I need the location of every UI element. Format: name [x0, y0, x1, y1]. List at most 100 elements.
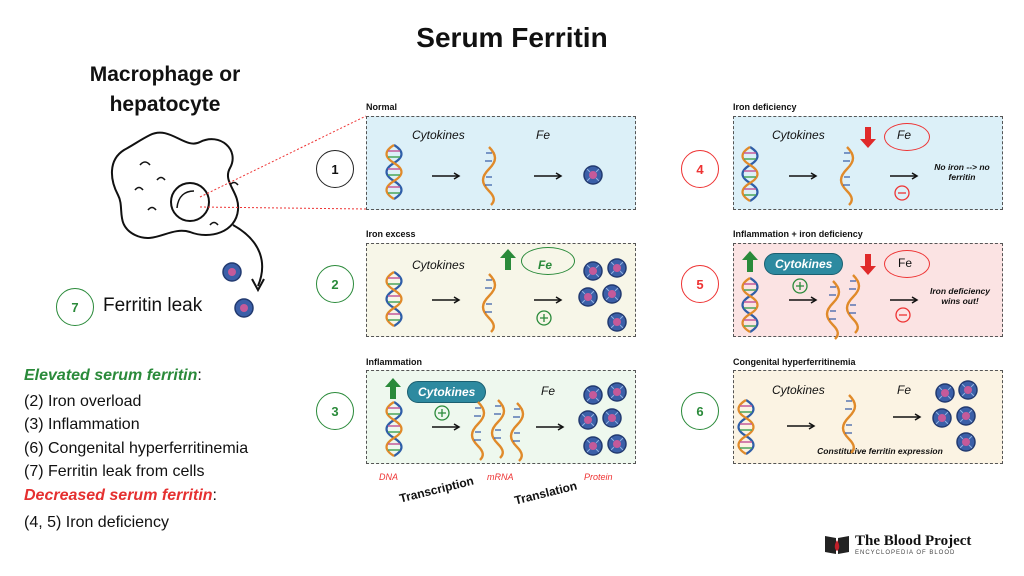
protein-label: Protein — [584, 472, 613, 482]
mrna-icon — [841, 393, 857, 455]
dna-icon — [385, 270, 403, 328]
ferritin-icon — [935, 383, 955, 403]
mrna-icon — [470, 400, 486, 462]
book-logo-icon — [825, 536, 849, 554]
fe-highlight — [884, 250, 930, 278]
mrna-icon — [481, 145, 497, 207]
arrow-icon — [431, 172, 460, 180]
brand-tagline: ENCYCLOPEDIA OF BLOOD — [855, 550, 956, 556]
mrna-icon — [509, 401, 525, 463]
arrow-icon — [786, 422, 815, 430]
ferritin-icon — [222, 262, 242, 282]
arrow-icon — [788, 296, 817, 304]
ferritin-icon — [578, 287, 598, 307]
nucleus — [170, 182, 210, 222]
legend-item: (3) Inflammation — [24, 416, 140, 433]
fe-highlight — [884, 123, 930, 151]
decreased-heading: Decreased serum ferritin: — [24, 487, 217, 504]
fe-label: Fe — [536, 128, 551, 142]
cytokines-label: Cytokines — [412, 258, 465, 272]
dna-icon — [737, 398, 755, 456]
ferritin-icon — [607, 258, 627, 278]
ferritin-icon — [602, 408, 622, 428]
panel-label-inflammation: Inflammation — [366, 357, 423, 367]
legend-item: (4, 5) Iron deficiency — [24, 514, 169, 531]
ferritin-icon — [956, 432, 976, 452]
ferritin-icon — [234, 298, 254, 318]
down-arrow-icon — [860, 127, 876, 148]
elevated-heading: Elevated serum ferritin: — [24, 367, 202, 384]
ferritin-icon — [583, 261, 603, 281]
plus-icon — [434, 405, 450, 421]
arrow-icon — [788, 172, 817, 180]
legend-item: (6) Congenital hyperferritinemia — [24, 440, 249, 457]
ferritin-icon — [578, 410, 598, 430]
mrna-icon — [825, 279, 841, 341]
ferritin-icon — [607, 312, 627, 332]
legend-item: (2) Iron overload — [24, 393, 142, 410]
cytokines-label: Cytokines — [412, 128, 465, 142]
ferritin-icon — [583, 436, 603, 456]
arrow-icon — [431, 423, 460, 431]
cytokines-label: Cytokines — [764, 253, 844, 275]
arrow-icon — [889, 172, 918, 180]
dna-icon — [385, 400, 403, 458]
step-number: 1 — [316, 150, 354, 188]
arrow-icon — [892, 413, 921, 421]
ferritin-icon — [607, 382, 627, 402]
panel-note: Constitutive ferritin expression — [817, 446, 943, 456]
panel-label-congenital: Congenital hyperferritinemia — [733, 357, 856, 367]
panel-label-normal: Normal — [366, 102, 398, 112]
cytokines-label: Cytokines — [772, 383, 825, 397]
step-number: 6 — [681, 392, 719, 430]
up-arrow-icon — [385, 378, 401, 399]
ferritin-icon — [932, 408, 952, 428]
down-arrow-icon — [860, 254, 876, 275]
ferritin-icon — [607, 434, 627, 454]
fe-label: Fe — [538, 258, 553, 272]
step-number: 3 — [316, 392, 354, 430]
mrna-icon — [490, 398, 506, 460]
plus-icon — [792, 278, 808, 294]
ferritin-icon — [583, 165, 603, 185]
cytokines-label: Cytokines — [407, 381, 487, 403]
minus-icon — [894, 185, 910, 201]
panel-note: No iron --> no ferritin — [934, 162, 990, 182]
dna-label: DNA — [379, 472, 399, 482]
step-number: 4 — [681, 150, 719, 188]
ferritin-icon — [958, 380, 978, 400]
leak-arrow — [232, 224, 263, 287]
arrow-icon — [533, 172, 562, 180]
fe-label: Fe — [541, 384, 556, 398]
panel-label-iron-deficiency: Iron deficiency — [733, 102, 797, 112]
brand-name: The Blood Project — [855, 533, 972, 549]
mrna-icon — [481, 272, 497, 334]
panel-note: Iron deficiency wins out! — [930, 286, 990, 306]
ferritin-icon — [602, 284, 622, 304]
up-arrow-icon — [500, 249, 516, 270]
step-number: 5 — [681, 265, 719, 303]
ferritin-icon — [956, 406, 976, 426]
leak-label: Ferritin leak — [103, 295, 203, 316]
zoom-line-top — [199, 115, 367, 198]
cytokines-label: Cytokines — [772, 128, 825, 142]
fe-label: Fe — [897, 128, 912, 142]
panel-normal — [366, 116, 636, 210]
mrna-label: mRNA — [487, 472, 514, 482]
dna-icon — [741, 145, 759, 203]
plus-icon — [536, 310, 552, 326]
minus-icon — [895, 307, 911, 323]
page-title: Serum Ferritin — [416, 22, 608, 53]
dna-icon — [385, 143, 403, 201]
legend-item: (7) Ferritin leak from cells — [24, 463, 205, 480]
panel-label-inflam-iron-def: Inflammation + iron deficiency — [733, 229, 863, 239]
panel-label-iron-excess: Iron excess — [366, 229, 416, 239]
arrow-icon — [535, 423, 564, 431]
fe-label: Fe — [897, 383, 912, 397]
arrow-icon — [889, 296, 918, 304]
cell-title: Macrophage or hepatocyte — [89, 63, 241, 116]
mrna-icon — [845, 273, 861, 335]
leak-number: 7 — [56, 288, 94, 326]
